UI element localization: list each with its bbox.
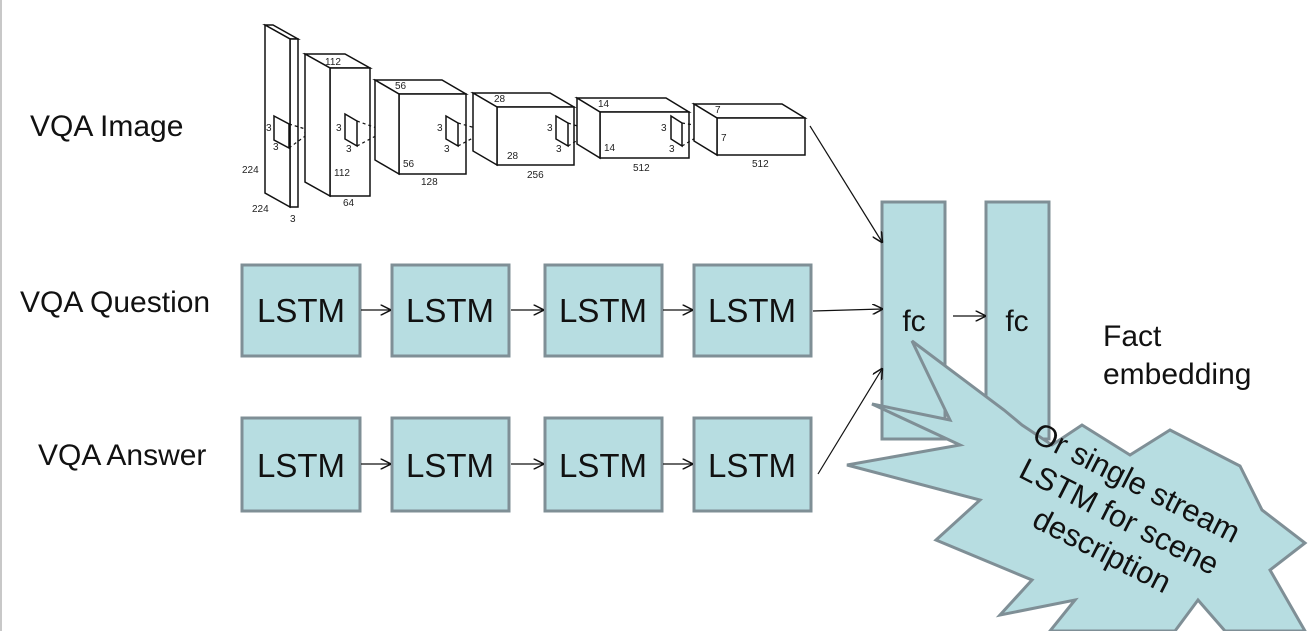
slide-left-edge — [0, 0, 2, 631]
fact-embedding-line-2: embedding — [1103, 358, 1251, 391]
cnn-l3-depth: 128 — [421, 177, 438, 188]
lstm-box — [692, 263, 813, 358]
cnn-l4-top: 28 — [494, 94, 506, 105]
lstm-label: LSTM — [708, 447, 796, 484]
fc-label-2: fc — [1005, 305, 1028, 338]
cnn-layer-3: 56 3 3 56 128 — [372, 78, 487, 188]
arrows — [361, 125, 985, 475]
lstm-label: LSTM — [406, 447, 494, 484]
cnn-l6-depth: 512 — [752, 159, 769, 170]
cnn-l5-kernel-b: 3 — [669, 144, 675, 155]
lstm-label: LSTM — [257, 292, 345, 329]
cnn-l1-kernel-b: 3 — [273, 142, 279, 153]
cnn-layer-2: 112 3 3 112 64 — [302, 52, 386, 209]
lstm-box — [692, 416, 813, 513]
cnn-l1-width: 224 — [252, 204, 269, 215]
cnn-layer-1: 3 3 224 224 3 — [242, 23, 313, 225]
cnn-l2-top: 112 — [325, 57, 341, 68]
cnn-l5-top: 14 — [598, 99, 610, 110]
lstm-label: LSTM — [406, 292, 494, 329]
cnn-l3-height: 56 — [403, 159, 415, 170]
cnn-l3-kernel-b: 3 — [444, 144, 450, 155]
arrow — [809, 125, 882, 242]
fc-box-1 — [880, 200, 947, 441]
cnn-l5-kernel-a: 3 — [661, 123, 667, 134]
cnn-l4-kernel-b: 3 — [556, 144, 562, 155]
cnn-vgg-network: 3 3 224 224 3 112 3 3 112 64 — [242, 23, 808, 225]
arrow — [817, 369, 882, 475]
lstm-label: LSTM — [257, 447, 345, 484]
cnn-l2-depth: 64 — [343, 198, 355, 209]
question-lstm-row: LSTM LSTM LSTM LSTM — [240, 263, 813, 358]
answer-lstm-row: LSTM LSTM LSTM LSTM — [240, 416, 813, 513]
lstm-box — [543, 263, 664, 358]
cnn-l5-depth: 512 — [633, 163, 650, 174]
cnn-l4-height: 28 — [507, 151, 519, 162]
cnn-l3-top: 56 — [395, 81, 407, 92]
vqa-question-label: VQA Question — [20, 286, 210, 319]
fc-label-1: fc — [902, 305, 925, 338]
lstm-label: LSTM — [559, 292, 647, 329]
cnn-layer-4: 28 3 3 28 256 — [470, 91, 594, 181]
cnn-l4-depth: 256 — [527, 170, 544, 181]
lstm-box — [390, 416, 511, 513]
arrow — [812, 309, 882, 311]
cnn-l1-height: 224 — [242, 165, 259, 176]
cnn-l2-kernel-b: 3 — [346, 144, 352, 155]
cnn-layer-5: 14 3 3 14 512 — [574, 96, 713, 174]
callout-starburst — [846, 339, 1308, 631]
lstm-box — [240, 416, 362, 513]
cnn-l6-height: 7 — [721, 133, 727, 144]
lstm-label: LSTM — [708, 292, 796, 329]
cnn-l1-kernel-a: 3 — [266, 123, 272, 134]
lstm-box — [390, 263, 511, 358]
vqa-answer-label: VQA Answer — [38, 439, 206, 472]
vqa-image-label: VQA Image — [30, 110, 183, 143]
cnn-l2-height: 112 — [334, 168, 350, 179]
cnn-l1-depth: 3 — [290, 214, 296, 225]
cnn-l4-kernel-a: 3 — [547, 123, 553, 134]
lstm-box — [240, 263, 362, 358]
lstm-label: LSTM — [559, 447, 647, 484]
cnn-l6-top: 7 — [715, 105, 721, 116]
cnn-l2-kernel-a: 3 — [336, 123, 342, 134]
fact-embedding-line-1: Fact — [1103, 320, 1162, 353]
cnn-l3-kernel-a: 3 — [437, 123, 443, 134]
cnn-layer-6: 7 7 512 — [691, 102, 808, 170]
cnn-l5-height: 14 — [604, 143, 616, 154]
lstm-box — [543, 416, 664, 513]
